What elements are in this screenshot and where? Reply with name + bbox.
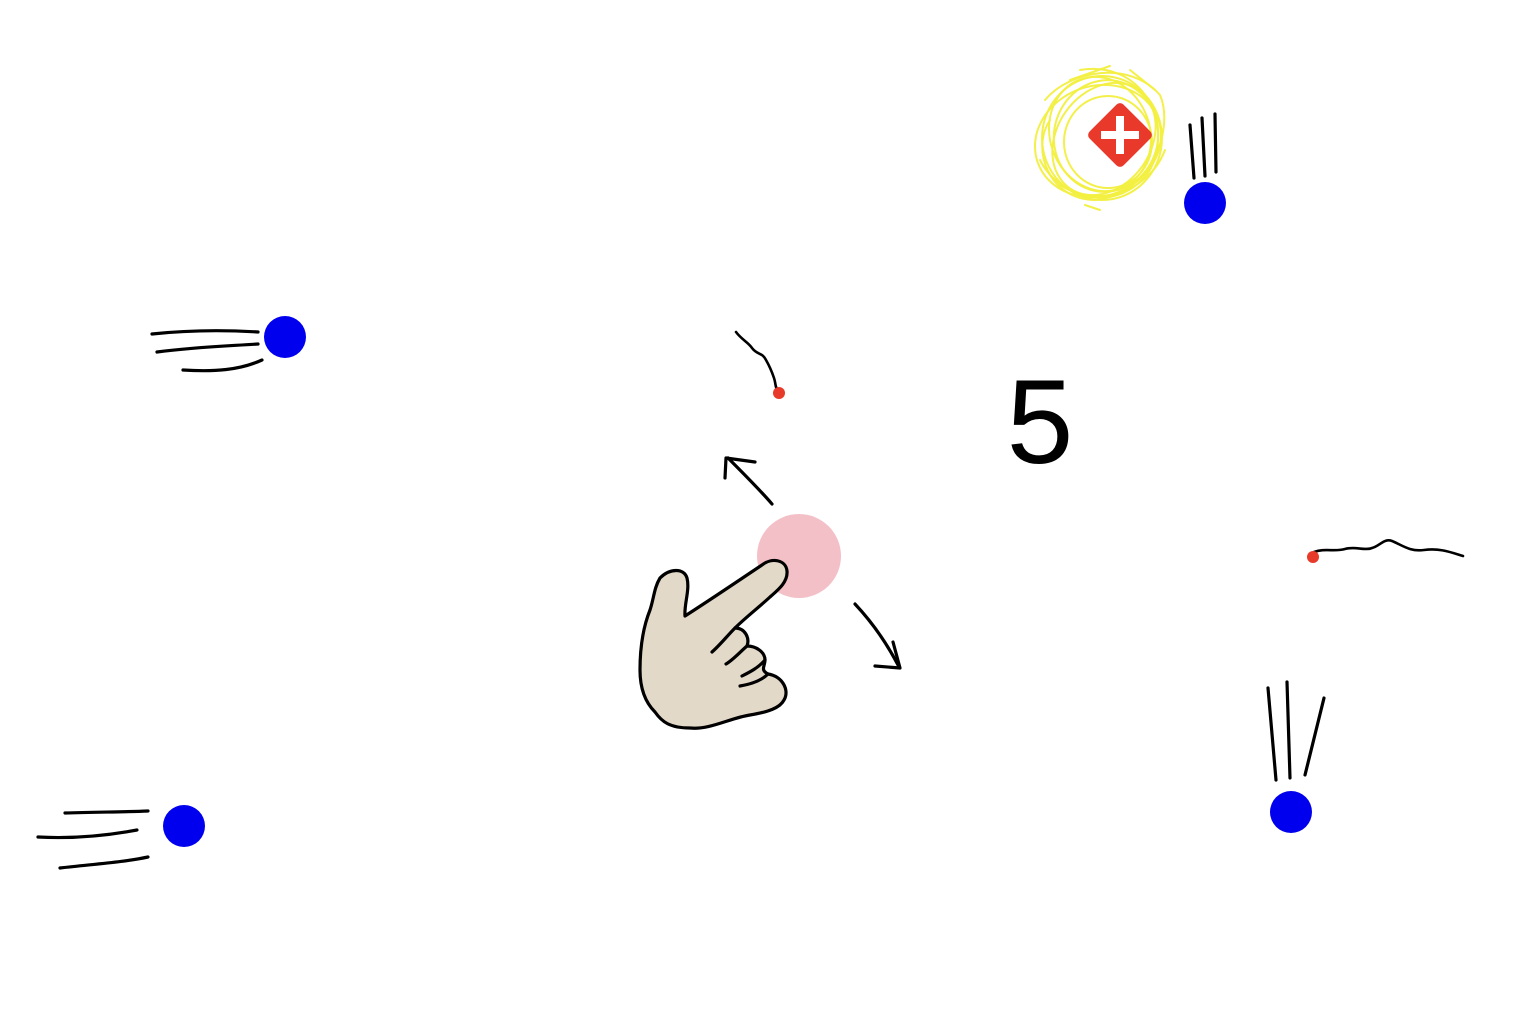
- projectile: [734, 330, 785, 399]
- motion-lines: [1188, 112, 1218, 180]
- arrow-icon: [723, 456, 774, 506]
- motion-lines: [1266, 680, 1326, 782]
- enemy-ball: [1184, 112, 1226, 224]
- motion-lines: [36, 809, 150, 870]
- motion-lines: [150, 329, 264, 373]
- enemy-ball: [150, 316, 306, 373]
- enemy-ball: [36, 805, 205, 870]
- tutorial-hint: [638, 456, 902, 730]
- arrow-icon: [853, 602, 902, 670]
- enemy-ball: [1266, 680, 1326, 833]
- score-counter: 5: [1006, 355, 1074, 489]
- health-cross-icon: [1088, 103, 1152, 167]
- pointing-hand-icon: [638, 558, 789, 730]
- projectile: [1307, 539, 1465, 563]
- powerup[interactable]: [1019, 62, 1177, 215]
- powerup-glow: [1033, 65, 1166, 211]
